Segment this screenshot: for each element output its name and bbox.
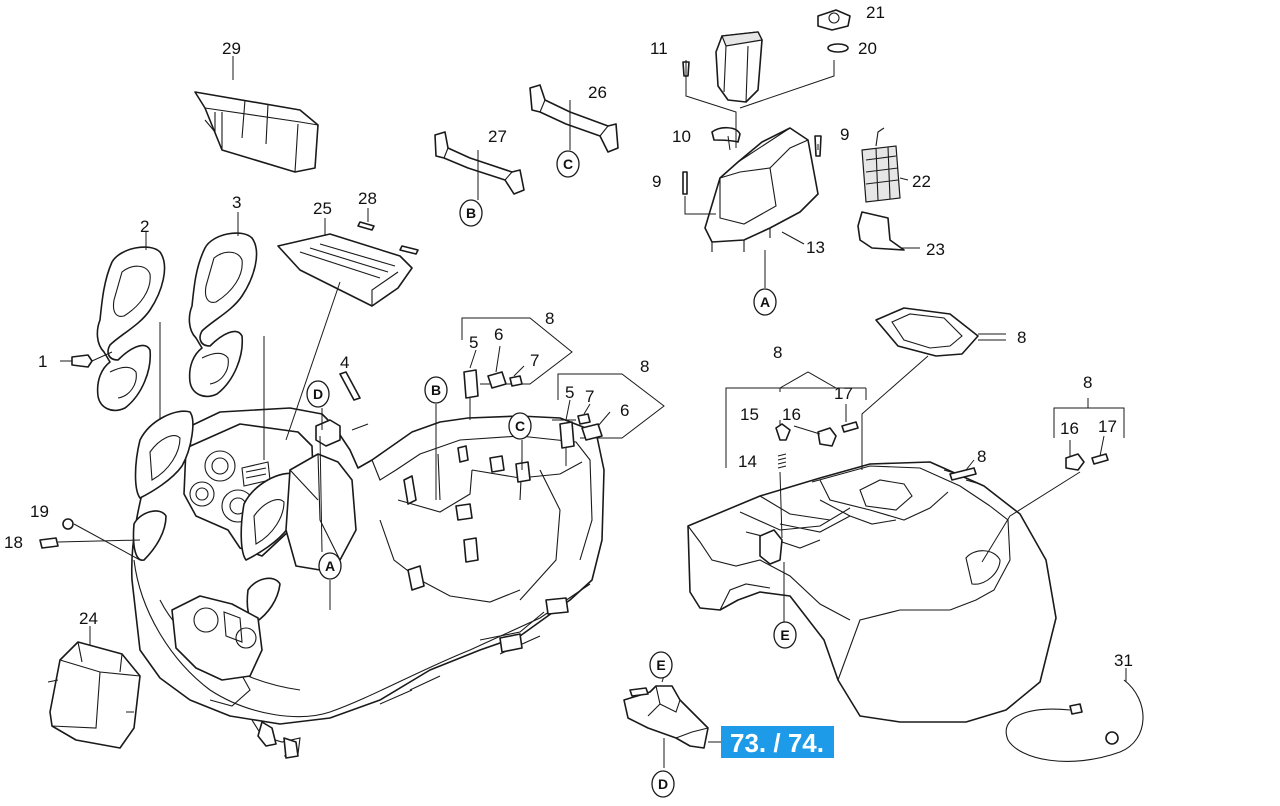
- marker-d-base: D: [306, 380, 330, 408]
- part-20-oring: [827, 43, 849, 53]
- callout-26: 26: [588, 83, 607, 102]
- callout-7-left: 7: [530, 351, 539, 370]
- svg-text:B: B: [466, 205, 476, 221]
- part-24-bracket-box: [47, 641, 141, 749]
- hood-cover: [687, 461, 1057, 723]
- callout-6-right: 6: [620, 401, 629, 420]
- callout-6-left: 6: [494, 325, 503, 344]
- callout-31: 31: [1114, 651, 1133, 670]
- reference-box: 73. / 74.: [721, 726, 834, 758]
- part-13-housing: [704, 127, 819, 252]
- callout-8-hood: 8: [977, 447, 986, 466]
- callout-21: 21: [866, 3, 885, 22]
- callout-29: 29: [222, 39, 241, 58]
- callout-16-right: 16: [1060, 419, 1079, 438]
- marker-a-top: A: [753, 288, 777, 316]
- part-23-latch: [857, 211, 905, 251]
- callout-10: 10: [672, 127, 691, 146]
- part-3-handle: [188, 232, 258, 398]
- gasket-frame: [875, 307, 979, 357]
- callout-22: 22: [912, 172, 931, 191]
- callout-25: 25: [313, 199, 332, 218]
- callout-9-right: 9: [840, 125, 849, 144]
- callout-8-gasket: 8: [1017, 328, 1026, 347]
- svg-text:E: E: [780, 627, 789, 643]
- part-28-pins: [357, 221, 419, 255]
- callout-7-right: 7: [585, 387, 594, 406]
- part-73-74-component: [623, 685, 709, 749]
- part-29-storage-tray: [194, 91, 319, 173]
- marker-d-bottom: D: [651, 770, 675, 798]
- callout-2: 2: [140, 217, 149, 236]
- callout-23: 23: [926, 240, 945, 259]
- marker-b-base: B: [424, 376, 448, 404]
- callout-11: 11: [650, 39, 668, 58]
- svg-text:B: B: [431, 382, 441, 398]
- marker-e-hood: E: [773, 621, 797, 649]
- callout-27: 27: [488, 127, 507, 146]
- callout-8-right-group: 8: [1083, 373, 1092, 392]
- callout-3: 3: [232, 193, 241, 212]
- callout-16-left: 16: [782, 405, 801, 424]
- part-10-clip: [711, 126, 741, 143]
- reference-box-text: 73. / 74.: [730, 728, 824, 758]
- part-21-cap: [817, 9, 851, 31]
- svg-text:A: A: [760, 294, 770, 310]
- callout-9-left: 9: [652, 172, 661, 191]
- marker-c-top: C: [556, 150, 580, 178]
- part-27-bracket: [434, 131, 525, 195]
- svg-text:E: E: [656, 657, 665, 673]
- svg-text:D: D: [658, 776, 668, 792]
- callout-17-left: 17: [834, 384, 853, 403]
- chassis-handle-right: [240, 472, 300, 623]
- callout-5-right: 5: [565, 383, 574, 402]
- marker-e-component: E: [649, 651, 673, 679]
- callout-20: 20: [858, 39, 877, 58]
- callout-4: 4: [340, 353, 349, 372]
- part-22-panel: [861, 127, 901, 203]
- marker-c-base: C: [508, 412, 532, 440]
- part-2-handle: [96, 246, 166, 412]
- chassis-handle-left: [132, 410, 194, 561]
- callout-8-left-b: 8: [640, 357, 649, 376]
- callout-19: 19: [30, 502, 49, 521]
- callout-15: 15: [740, 405, 759, 424]
- callout-24: 24: [79, 609, 98, 628]
- front-lower-panel: [171, 595, 263, 681]
- svg-text:A: A: [325, 558, 335, 574]
- callout-1: 1: [38, 352, 47, 371]
- svg-text:C: C: [563, 156, 573, 172]
- svg-text:D: D: [313, 386, 323, 402]
- marker-a-base: A: [318, 552, 342, 580]
- callout-5-left: 5: [469, 333, 478, 352]
- callout-28: 28: [358, 189, 377, 208]
- part-26-bracket: [529, 84, 619, 153]
- callout-17-right: 17: [1098, 417, 1117, 436]
- callout-14: 14: [738, 452, 757, 471]
- callout-8-hood-group: 8: [773, 343, 782, 362]
- marker-b-top: B: [459, 199, 483, 227]
- callout-13: 13: [806, 238, 825, 257]
- part-31-cable: [1005, 679, 1144, 762]
- callout-18: 18: [4, 533, 23, 552]
- svg-text:C: C: [515, 418, 525, 434]
- part-25-cover-plate: [277, 233, 413, 307]
- part-13-lid: [715, 31, 763, 103]
- callout-8-left-a: 8: [545, 309, 554, 328]
